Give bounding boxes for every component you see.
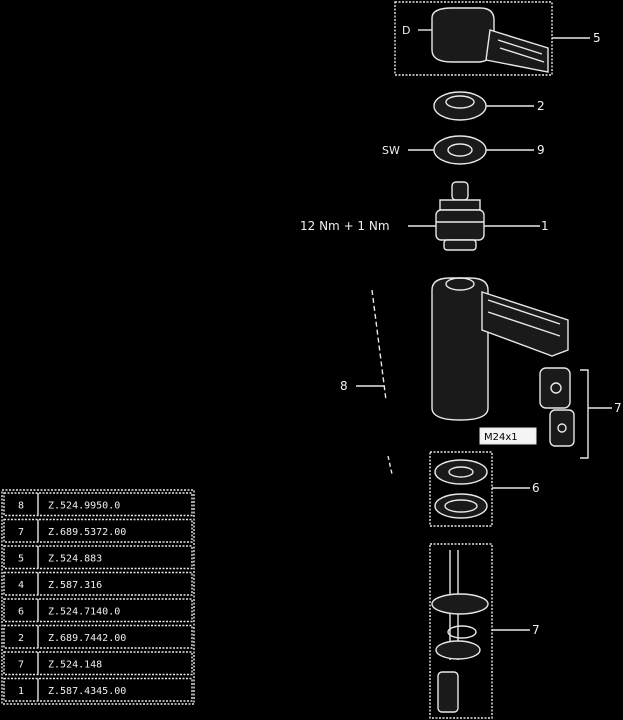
parts-table-row-border	[3, 624, 193, 649]
parts-table-row: 5 Z.524.883	[3, 545, 193, 570]
parts-table-row: 7 Z.689.5372.00	[3, 518, 193, 543]
parts-table-item-number: 7	[18, 527, 24, 538]
drain-rod: 8	[340, 289, 393, 475]
ring-side-label: SW	[382, 144, 400, 157]
cartridge-callout-number: 1	[541, 219, 549, 233]
parts-table-row-border	[3, 518, 193, 543]
parts-table-part-code: Z.524.148	[48, 659, 102, 670]
parts-table-part-code: Z.587.4345.00	[48, 686, 126, 697]
pipe-callout-number: 7	[532, 623, 540, 637]
parts-table-part-code: Z.689.7442.00	[48, 633, 126, 644]
parts-table-row-border	[3, 492, 193, 517]
thread-size-label: M24x1	[484, 432, 518, 443]
body-callout-number: 8	[340, 379, 348, 393]
parts-table-item-number: 5	[18, 553, 24, 564]
cap-callout-number: 2	[537, 99, 545, 113]
side-clip-assembly: 7 M24x1	[479, 367, 622, 459]
ring-callout-number: 9	[537, 143, 545, 157]
parts-table-row: 1 Z.587.4345.00	[3, 677, 193, 702]
cap-part: 2	[433, 91, 545, 121]
parts-table-part-code: Z.524.883	[48, 553, 102, 564]
parts-table-part-code: Z.524.9950.0	[48, 500, 120, 511]
parts-table-row: 2 Z.689.7442.00	[3, 624, 193, 649]
parts-table-part-code: Z.587.316	[48, 580, 102, 591]
cartridge-part: 12 Nm + 1 Nm 1	[300, 181, 549, 251]
torque-label: 12 Nm + 1 Nm	[300, 219, 390, 233]
parts-table-part-code: Z.524.7140.0	[48, 606, 120, 617]
parts-table-row: 6 Z.524.7140.0	[3, 598, 193, 623]
parts-table-part-code: Z.689.5372.00	[48, 527, 126, 538]
ring-nut-part: SW 9	[382, 135, 545, 165]
parts-table-item-number: 2	[18, 633, 24, 644]
parts-table-item-number: 7	[18, 659, 24, 670]
parts-table-row-border	[3, 571, 193, 596]
faucet-body	[431, 277, 569, 421]
gasket-callout-number: 6	[532, 481, 540, 495]
lever-callout-number: 5	[593, 31, 601, 45]
parts-table-item-number: 6	[18, 606, 24, 617]
parts-table-row-border	[3, 598, 193, 623]
clip-callout-number: 7	[614, 401, 622, 415]
gasket-part: 6	[429, 451, 540, 527]
parts-table-row-border	[3, 677, 193, 702]
parts-table-row: 4 Z.587.316	[3, 571, 193, 596]
parts-table-item-number: 4	[18, 580, 24, 591]
parts-table-item-number: 8	[18, 500, 24, 511]
lever-handle: D 5	[394, 1, 601, 76]
parts-table-row: 8 Z.524.9950.0	[3, 492, 193, 517]
parts-table-row: 7 Z.524.148	[3, 651, 193, 676]
lever-mark-label: D	[402, 24, 410, 37]
parts-table-row-border	[3, 545, 193, 570]
parts-table-row-border	[3, 651, 193, 676]
parts-table-item-number: 1	[18, 686, 24, 697]
mounting-pipe: 7	[429, 543, 540, 719]
